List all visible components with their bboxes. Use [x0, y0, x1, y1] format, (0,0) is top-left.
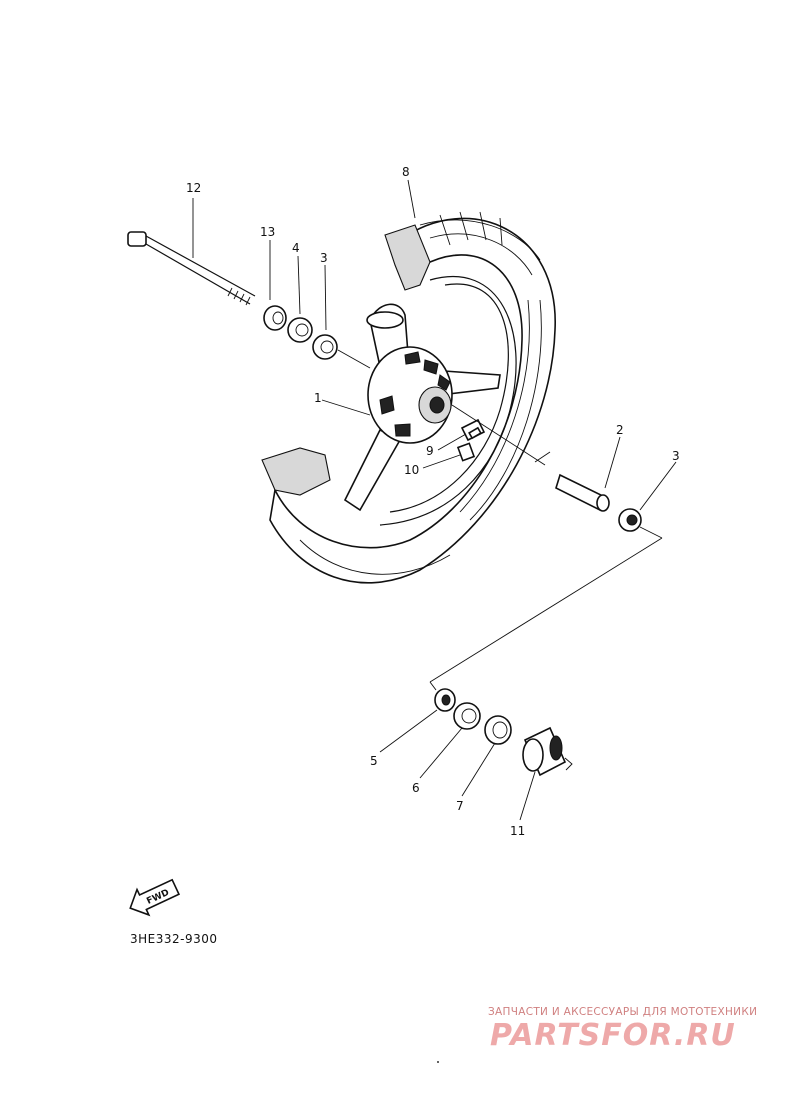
- valve-part-9[interactable]: [460, 418, 486, 442]
- callout-7: 7: [456, 799, 464, 813]
- stray-dot: [437, 1061, 439, 1063]
- callout-numbers: 12 13 4 3 8 1 9 10 2 3 5 6 7 11: [186, 165, 680, 838]
- wheel-part-1[interactable]: [343, 275, 517, 526]
- axle-part-12[interactable]: [127, 231, 256, 306]
- callout-8: 8: [402, 165, 410, 179]
- assembly-lines: [337, 349, 663, 691]
- callout-10: 10: [404, 463, 419, 477]
- bearing-part-3-left[interactable]: [312, 334, 338, 360]
- callout-12: 12: [186, 181, 201, 195]
- callout-5: 5: [370, 754, 378, 768]
- watermark-tagline: ЗАПЧАСТИ И АКСЕССУАРЫ ДЛЯ МОТОТЕХНИКИ: [488, 1006, 758, 1018]
- bearing-part-3-right[interactable]: [618, 508, 642, 532]
- callout-11: 11: [510, 824, 525, 838]
- callout-13: 13: [260, 225, 275, 239]
- gear-unit-part-11[interactable]: [522, 726, 573, 777]
- collar-part-13[interactable]: [263, 305, 287, 331]
- oil-seal-part-6[interactable]: [453, 702, 481, 730]
- callout-2: 2: [616, 423, 624, 437]
- spacer-part-2[interactable]: [555, 473, 610, 512]
- callout-6: 6: [412, 781, 420, 795]
- oil-seal-part-4[interactable]: [287, 317, 313, 343]
- valve-cap-part-10[interactable]: [456, 442, 476, 462]
- fwd-arrow: FWD: [129, 878, 181, 917]
- callout-1: 1: [314, 391, 322, 405]
- callout-3-right: 3: [672, 449, 680, 463]
- callout-9: 9: [426, 444, 434, 458]
- watermark-logo: PARTSFOR.RU: [490, 1018, 736, 1053]
- washer-part-5[interactable]: [434, 688, 456, 712]
- leader-lines: [192, 179, 677, 821]
- tire-part-8[interactable]: [261, 211, 556, 584]
- drawing-code: 3HE332-9300: [130, 932, 218, 946]
- callout-3-left: 3: [320, 251, 328, 265]
- callout-4: 4: [292, 241, 300, 255]
- bearing-part-7[interactable]: [484, 715, 512, 745]
